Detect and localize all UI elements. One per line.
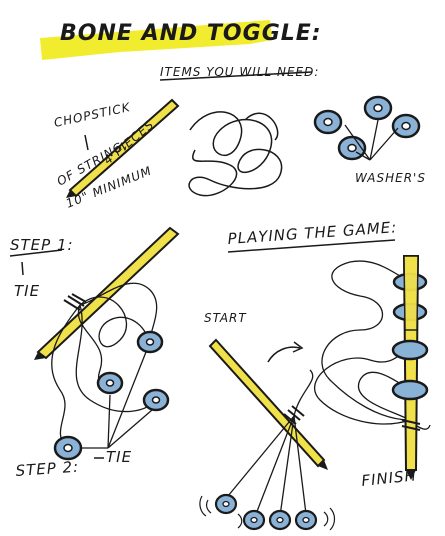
start-arrow: [268, 347, 300, 362]
finish-label: FINISH: [361, 466, 418, 490]
step1-tie-label: TIE: [14, 282, 40, 300]
step1-label: STEP 1:: [10, 236, 74, 254]
washers-label: WASHER'S: [355, 171, 426, 185]
start-washers: [200, 495, 335, 530]
title: BONE AND TOGGLE:: [60, 21, 322, 46]
chopstick-pointer: [85, 135, 88, 150]
step2-tie-label: TIE: [106, 448, 132, 466]
items-heading: ITEMS YOU WILL NEED:: [160, 65, 319, 79]
start-label: START: [204, 311, 247, 325]
string-scribble: [189, 112, 281, 196]
step2-label: STEP 2:: [15, 458, 80, 480]
step1-pointer: [22, 262, 23, 275]
washers-illustration: [315, 97, 419, 160]
chopstick-label: CHOPSTICK: [53, 100, 132, 130]
playing-label: PLAYING THE GAME:: [227, 218, 398, 248]
step2-pointers: [82, 352, 152, 448]
